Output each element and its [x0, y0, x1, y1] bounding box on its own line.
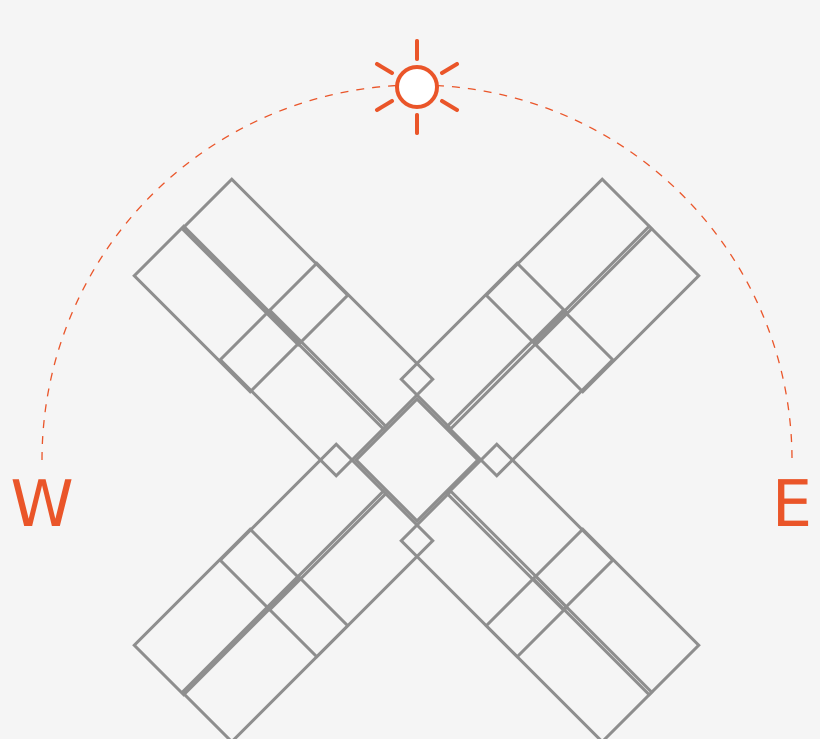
solar-panel	[445, 442, 615, 612]
arm-lower-left	[132, 442, 435, 739]
arm-lower-right	[399, 442, 701, 739]
solar-panel	[531, 527, 701, 697]
solar-panel	[484, 177, 654, 347]
solar-panel	[399, 489, 569, 659]
west-label: W	[10, 468, 73, 542]
sun-icon	[375, 39, 459, 135]
solar-panel	[180, 574, 350, 739]
sun-path-arc	[41, 84, 793, 461]
solar-panel	[484, 574, 654, 739]
solar-panel	[265, 261, 435, 431]
east-label: E	[772, 468, 812, 542]
arm-upper-right	[399, 177, 701, 478]
solar-panel	[132, 527, 302, 697]
solar-panel	[180, 177, 350, 347]
arm-upper-left	[132, 177, 435, 478]
center-panel	[354, 397, 480, 523]
solar-panel	[132, 224, 302, 394]
solar-panel	[265, 489, 435, 659]
solar-panel	[218, 308, 388, 478]
solar-panel	[445, 308, 615, 478]
solar-panel	[218, 442, 388, 612]
solar-panel	[531, 224, 701, 394]
solar-panel	[399, 261, 569, 431]
